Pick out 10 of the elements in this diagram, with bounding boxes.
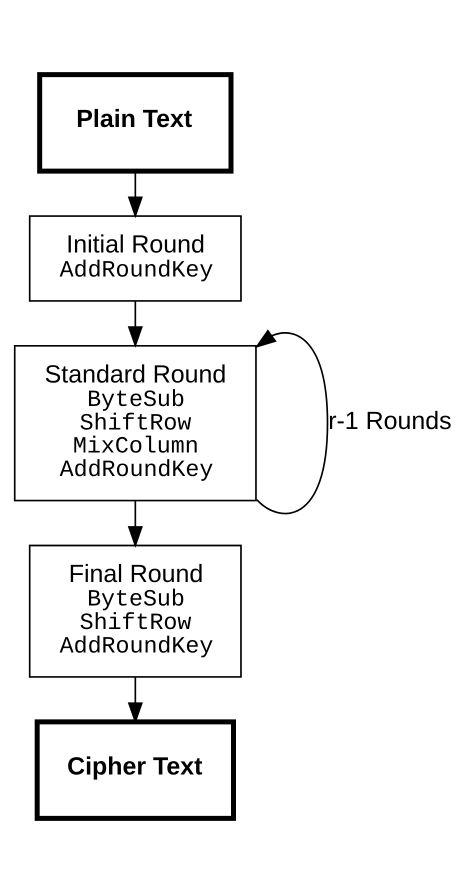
edge-label: r-1 Rounds [328, 406, 452, 435]
arrow [128, 300, 143, 348]
node-box: Final Round ByteSub ShiftRow AddRoundKey [28, 544, 242, 678]
node-box: Initial Round AddRoundKey [28, 214, 242, 302]
arrow [128, 500, 143, 548]
arrow [254, 328, 328, 514]
node-box: Standard Round ByteSub ShiftRow MixColumn AddRoundKey [14, 344, 257, 501]
arrow [128, 171, 143, 218]
node-box: Cipher Text [34, 718, 236, 820]
node-box: Plain Text [37, 72, 234, 174]
